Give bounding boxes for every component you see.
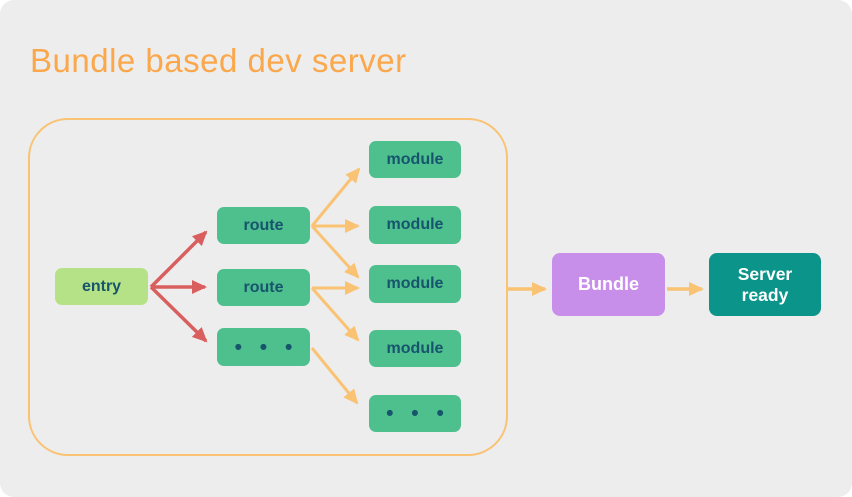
arrow-route1-module1 (310, 167, 361, 227)
entry-to-route-arrows (149, 230, 208, 343)
node-module-1: module (369, 141, 461, 178)
node-modules-ellipsis: • • • (369, 395, 461, 432)
node-module-4: module (369, 330, 461, 367)
node-server-ready: Server ready (709, 253, 821, 316)
node-module-2: module (369, 206, 461, 244)
node-route-1: route (217, 207, 310, 244)
arrow-entry-routes-more (149, 285, 208, 343)
node-module-3: module (369, 265, 461, 303)
route-to-module-arrows (310, 167, 361, 405)
node-bundle: Bundle (552, 253, 665, 316)
node-route-2: route (217, 269, 310, 306)
arrow-routes-more-modules-more (310, 347, 359, 405)
dev-server-group-outline (28, 118, 508, 456)
diagram-title: Bundle based dev server (30, 42, 407, 79)
arrow-route1-module3 (310, 224, 360, 279)
arrow-route2-module4 (310, 287, 360, 342)
arrow-entry-route1 (149, 230, 208, 289)
node-routes-ellipsis: • • • (217, 328, 310, 366)
node-entry: entry (55, 268, 148, 305)
